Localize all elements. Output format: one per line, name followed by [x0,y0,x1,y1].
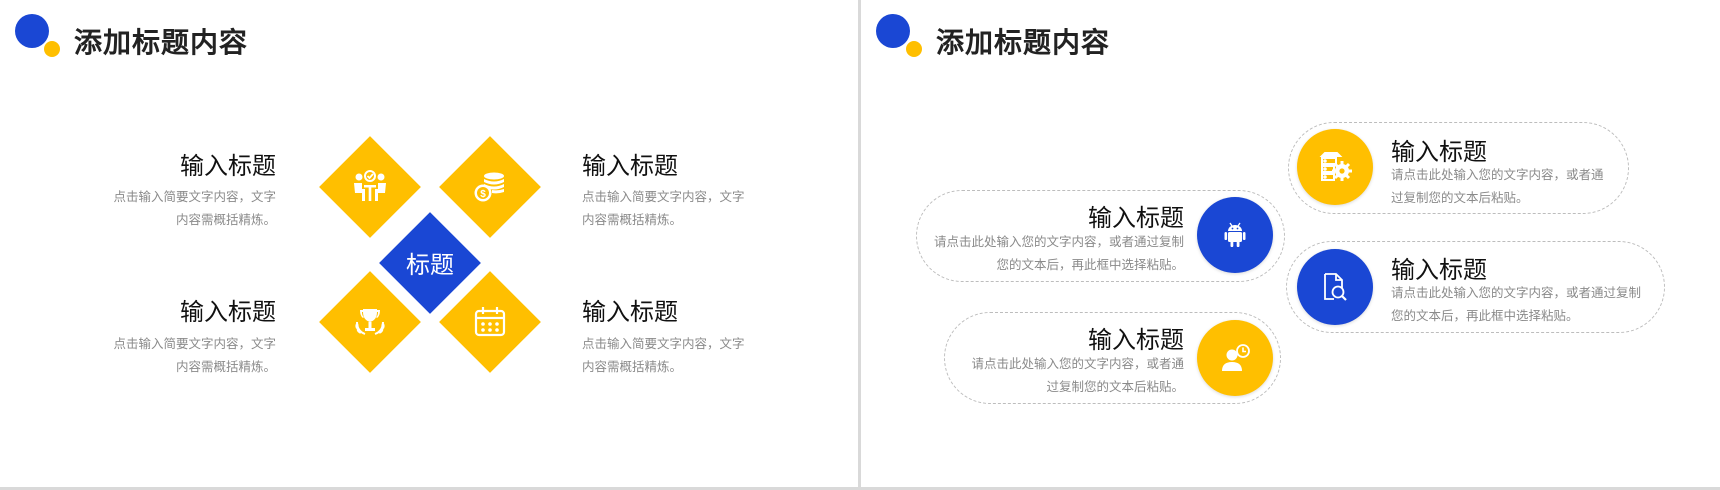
pill-card-4[interactable] [944,312,1281,404]
coins-money-icon: $ [470,167,510,207]
item-title-top-right[interactable]: 输入标题 [582,153,678,180]
pill-title-1[interactable]: 输入标题 [1391,139,1487,166]
desc-line: 内容需概括精炼。 [175,360,276,374]
calendar-icon [470,302,510,342]
logo-blue-dot [876,14,910,48]
pill-card-1[interactable] [1288,122,1629,214]
slide-left: 添加标题内容 输入标题 点击输入简要文字内容，文字 内容需概括精炼。 输入标题 … [0,0,858,488]
desc-line: 过复制您的文本后粘贴。 [1046,380,1184,394]
desc-line: 请点击此处输入您的文字内容，或者通过复制 [1391,286,1642,300]
item-title-bottom-right[interactable]: 输入标题 [582,299,678,326]
slide-divider [858,0,861,490]
pill-desc-1[interactable]: 请点击此处输入您的文字内容，或者通 过复制您的文本后粘贴。 [1391,164,1604,210]
document-search-icon [1297,249,1373,325]
logo-yellow-dot [44,41,60,57]
desc-line: 内容需概括精炼。 [582,360,683,374]
item-desc-top-right[interactable]: 点击输入简要文字内容，文字 内容需概括精炼。 [582,186,762,232]
item-desc-top-left[interactable]: 点击输入简要文字内容，文字 内容需概括精炼。 [96,186,276,232]
slide-right: 添加标题内容 [861,0,1720,488]
logo-blue-dot [15,14,49,48]
logo-yellow-dot [906,41,922,57]
desc-line: 您的文本后，再此框中选择粘贴。 [996,258,1184,272]
pill-card-2[interactable] [916,190,1285,282]
desc-line: 点击输入简要文字内容，文字 [113,190,276,204]
server-gear-icon [1297,129,1373,205]
item-title-top-left[interactable]: 输入标题 [180,153,276,180]
slide-title: 添加标题内容 [936,27,1111,58]
trophy-laurel-icon [350,302,390,342]
desc-line: 内容需概括精炼。 [175,213,276,227]
desc-line: 过复制您的文本后粘贴。 [1391,191,1529,205]
user-clock-icon [1197,320,1273,396]
desc-line: 点击输入简要文字内容，文字 [582,190,745,204]
svg-text:$: $ [480,189,486,200]
teamwork-meeting-icon [350,167,390,207]
desc-line: 请点击此处输入您的文字内容，或者通 [1391,168,1604,182]
bottom-border [0,487,1720,490]
pill-title-2[interactable]: 输入标题 [1088,205,1184,232]
desc-line: 请点击此处输入您的文字内容，或者通 [971,357,1184,371]
desc-line: 您的文本后，再此框中选择粘贴。 [1391,309,1579,323]
center-title-label[interactable]: 标题 [406,251,454,279]
item-title-bottom-left[interactable]: 输入标题 [180,299,276,326]
item-desc-bottom-right[interactable]: 点击输入简要文字内容，文字 内容需概括精炼。 [582,333,762,379]
pill-title-4[interactable]: 输入标题 [1088,327,1184,354]
android-icon [1197,197,1273,273]
pill-desc-2[interactable]: 请点击此处输入您的文字内容，或者通过复制 您的文本后，再此框中选择粘贴。 [920,231,1184,277]
desc-line: 点击输入简要文字内容，文字 [113,337,276,351]
pill-card-3[interactable] [1286,241,1665,333]
pill-desc-4[interactable]: 请点击此处输入您的文字内容，或者通 过复制您的文本后粘贴。 [950,353,1184,399]
pill-desc-3[interactable]: 请点击此处输入您的文字内容，或者通过复制 您的文本后，再此框中选择粘贴。 [1391,282,1641,328]
slide-title: 添加标题内容 [74,27,249,58]
desc-line: 内容需概括精炼。 [582,213,683,227]
item-desc-bottom-left[interactable]: 点击输入简要文字内容，文字 内容需概括精炼。 [96,333,276,379]
desc-line: 请点击此处输入您的文字内容，或者通过复制 [933,235,1184,249]
pill-title-3[interactable]: 输入标题 [1391,257,1487,284]
desc-line: 点击输入简要文字内容，文字 [582,337,745,351]
